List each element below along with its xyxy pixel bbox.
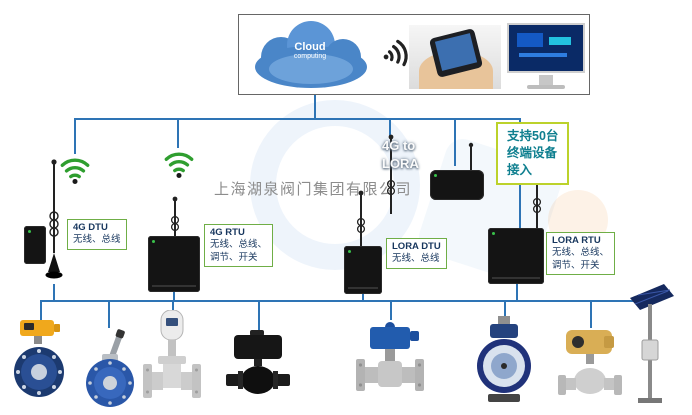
connector-line [362,294,364,300]
valve-electric-butterfly-yellow [14,320,64,397]
valve-electric-ball-black [226,330,290,394]
callout-line2: 终端设备 [507,145,558,160]
phone-in-hand-image [409,25,501,89]
callout-line3: 接入 [507,162,533,177]
antenna-icon [386,134,396,214]
cloud-computing-icon [255,21,367,88]
wifi-signal-icon [164,152,194,179]
cloud-label: Cloud computing [251,41,369,60]
cloud-platform-panel: Cloud computing [238,14,590,95]
valve-electric-gate-silver [143,310,201,398]
valve-electric-flanged-ball-blue [356,322,424,391]
device-desc: 无线、总线 [73,234,121,246]
status-led [28,230,31,233]
status-led [434,174,437,177]
device-name: LORA RTU [552,235,601,246]
antenna-icon [468,142,474,174]
valve-manual-butterfly-blue [86,329,134,407]
wifi-signal-icon [60,158,90,185]
connector-line [40,302,42,320]
connector-line [258,302,260,330]
connector-line [516,284,518,300]
connector-line [590,302,592,328]
cloud-title: Cloud [294,41,326,53]
connector-line [390,302,392,320]
device-name: 4G DTU [73,222,108,233]
valve-electric-ball-tan [558,330,622,395]
gateway-label: 4G to LORA [382,137,419,172]
status-led [348,250,351,253]
gateway-label-line2: LORA [382,155,419,171]
label-4g-dtu: 4G DTU 无线、总线 [67,219,127,250]
connector-line [177,120,179,148]
device-desc: 无线、总线 [392,253,440,265]
connector-line [454,120,456,166]
connector-line [74,118,521,120]
callout-line1: 支持50台 [507,129,559,143]
label-lora-rtu: LORA RTU 无线、总线、 调节、开关 [546,232,616,276]
device-desc: 无线、总线、 [552,247,610,259]
device-desc: 调节、开关 [210,251,258,263]
monitor-stand [539,75,553,85]
device-lora-dtu [344,246,382,294]
connector-line [53,284,55,300]
monitor-screen [507,23,585,73]
device-slot [348,287,378,289]
device-4g-to-lora-gateway [430,170,484,200]
computer-monitor-image [505,21,589,91]
connector-line [314,95,316,118]
device-slot [492,277,540,279]
antenna-icon [170,196,180,240]
device-4g-rtu [148,236,200,292]
antenna-icon [356,190,366,248]
wifi-signal-icon [383,39,408,67]
status-led [492,232,495,235]
antenna-icon [45,159,63,279]
label-lora-dtu: LORA DTU 无线、总线 [386,238,447,269]
device-desc: 无线、总线、 [210,239,268,251]
connector-line [172,302,174,310]
device-4g-dtu [24,226,46,264]
connector-line [389,120,391,138]
monitor-base [527,85,565,89]
connector-line [173,292,175,300]
device-name: 4G RTU [210,227,245,238]
connector-line [108,302,110,328]
device-name: LORA DTU [392,241,441,252]
cloud-subtitle: computing [293,53,327,60]
connector-line [74,120,76,154]
connector-line [40,300,654,302]
gateway-label-line1: 4G to [382,138,416,153]
solar-panel-pole [630,284,674,403]
device-slot [152,285,196,287]
device-lora-rtu [488,228,544,284]
label-4g-rtu: 4G RTU 无线、总线、 调节、开关 [204,224,274,268]
capacity-callout: 支持50台 终端设备 接入 [496,122,570,185]
valve-gear-butterfly-with-dial-blue [477,316,531,402]
device-desc: 调节、开关 [552,259,600,271]
status-led [152,240,155,243]
connector-line [504,302,506,316]
